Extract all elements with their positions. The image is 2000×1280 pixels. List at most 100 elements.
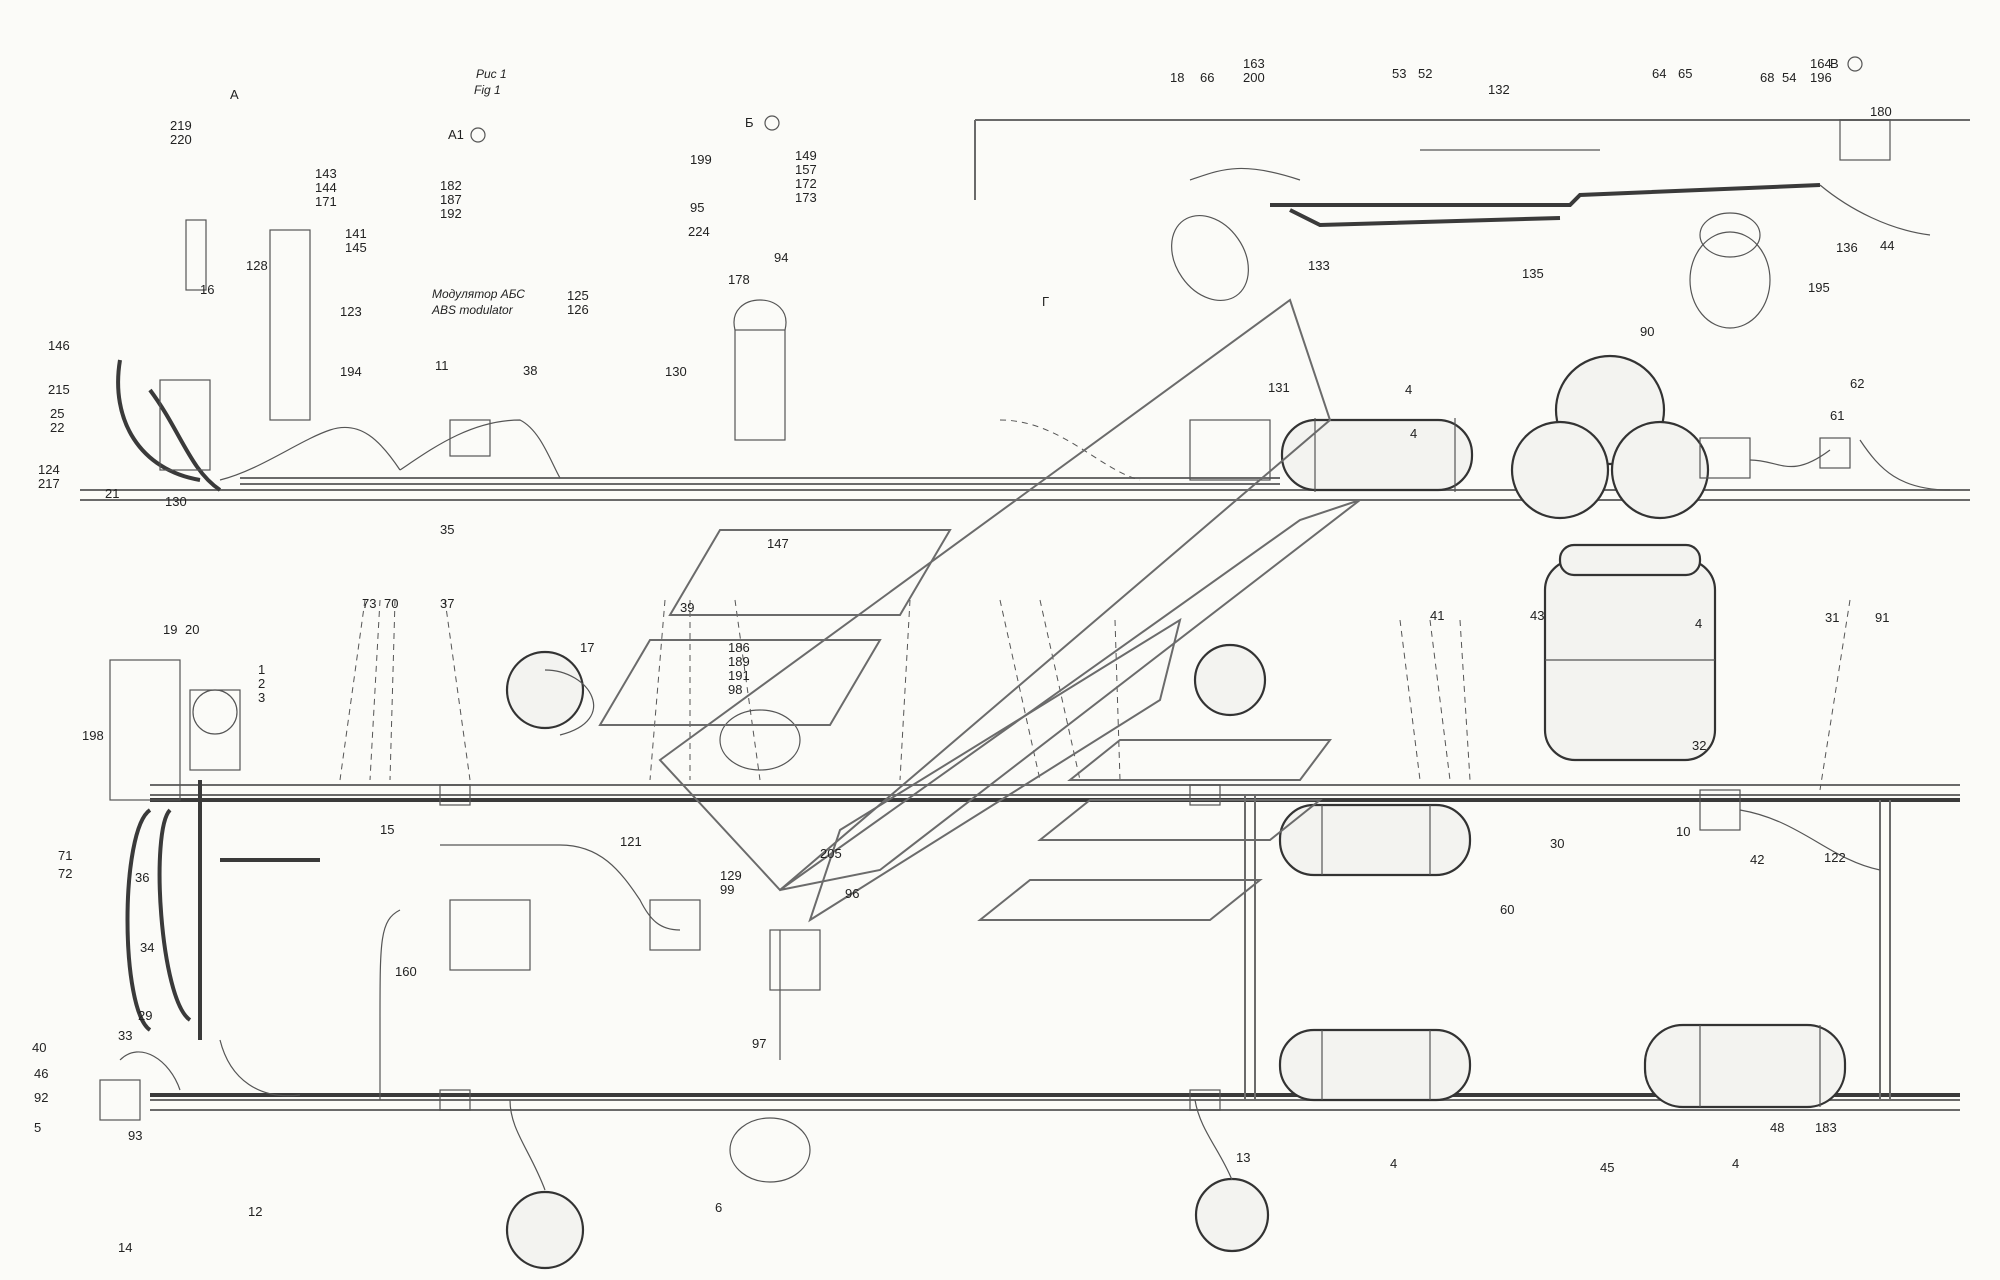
- callout: 3: [258, 690, 265, 705]
- callout: 16: [200, 282, 214, 297]
- callout: 136: [1836, 240, 1858, 255]
- view-label-a: A: [230, 87, 239, 102]
- abs-modulator-label-en: ABS modulator: [431, 303, 514, 317]
- callout: 95: [690, 200, 704, 215]
- receiver-lower-1: [1278, 803, 1472, 877]
- callout: 141: [345, 226, 367, 241]
- callout: 99: [720, 882, 734, 897]
- callout: 178: [728, 272, 750, 287]
- callout: 43: [1530, 608, 1544, 623]
- callout: 130: [665, 364, 687, 379]
- callout: 36: [135, 870, 149, 885]
- callout: 217: [38, 476, 60, 491]
- callout: 132: [1488, 82, 1510, 97]
- callout: 40: [32, 1040, 46, 1055]
- callout: 73: [362, 596, 376, 611]
- callout: 183: [1815, 1120, 1837, 1135]
- callout: 25: [50, 406, 64, 421]
- callout: 14: [118, 1240, 132, 1255]
- callout: 94: [774, 250, 788, 265]
- callout: 186: [728, 640, 750, 655]
- callout: 224: [688, 224, 710, 239]
- callout: 91: [1875, 610, 1889, 625]
- callout: 121: [620, 834, 642, 849]
- view-marker-v: [1847, 56, 1863, 72]
- callout: 131: [1268, 380, 1290, 395]
- callout: 65: [1678, 66, 1692, 81]
- callout: 32: [1692, 738, 1706, 753]
- callout: 10: [1676, 824, 1690, 839]
- callout: 163: [1243, 56, 1265, 71]
- callout: 130: [165, 494, 187, 509]
- callout: 96: [845, 886, 859, 901]
- callout: 21: [105, 486, 119, 501]
- callout: 33: [118, 1028, 132, 1043]
- receiver-mid-vertical: [1543, 543, 1717, 762]
- figure-caption-en: Fig 1: [474, 83, 501, 97]
- callout: 128: [246, 258, 268, 273]
- callout: 171: [315, 194, 337, 209]
- lower-chassis-view: [99, 643, 1960, 1270]
- callout: 198: [82, 728, 104, 743]
- callout: 64: [1652, 66, 1666, 81]
- callout: 92: [34, 1090, 48, 1105]
- callout: 4: [1390, 1156, 1397, 1171]
- receiver-lower-3: [1643, 1023, 1847, 1109]
- view-label-b-cyr: Б: [745, 115, 754, 130]
- callout: 147: [767, 536, 789, 551]
- callout: 149: [795, 148, 817, 163]
- callout: 191: [728, 668, 750, 683]
- callout: 123: [340, 304, 362, 319]
- callout: 129: [720, 868, 742, 883]
- callout: 52: [1418, 66, 1432, 81]
- callout: 4: [1695, 616, 1702, 631]
- callout: 195: [1808, 280, 1830, 295]
- callout: 172: [795, 176, 817, 191]
- callout: 46: [34, 1066, 48, 1081]
- callout: 34: [140, 940, 154, 955]
- figure-caption-ru: Рис 1: [476, 67, 507, 81]
- callout: 19: [163, 622, 177, 637]
- callout: 12: [248, 1204, 262, 1219]
- callout: 37: [440, 596, 454, 611]
- callout: 48: [1770, 1120, 1784, 1135]
- callout: 187: [440, 192, 462, 207]
- callout: 219: [170, 118, 192, 133]
- callout: 30: [1550, 836, 1564, 851]
- callout: 4: [1410, 426, 1417, 441]
- valve-block-right: [1699, 437, 1951, 491]
- callout: 194: [340, 364, 362, 379]
- callout: 17: [580, 640, 594, 655]
- callout: 44: [1880, 238, 1894, 253]
- view-label-g: Г: [1042, 294, 1049, 309]
- callout: 126: [567, 302, 589, 317]
- callout: 200: [1243, 70, 1265, 85]
- callout: 90: [1640, 324, 1654, 339]
- callout: 38: [523, 363, 537, 378]
- callout: 205: [820, 846, 842, 861]
- callout: 68: [1760, 70, 1774, 85]
- receiver-upper-left: [1280, 418, 1474, 492]
- callout: 31: [1825, 610, 1839, 625]
- callout: 6: [715, 1200, 722, 1215]
- callout: 39: [680, 600, 694, 615]
- view-label-v: B: [1830, 56, 1839, 71]
- callout: 60: [1500, 902, 1514, 917]
- callout: 122: [1824, 850, 1846, 865]
- callout: 182: [440, 178, 462, 193]
- callout: 72: [58, 866, 72, 881]
- abs-modulator-label-ru: Модулятор АБС: [432, 287, 525, 301]
- callout: 215: [48, 382, 70, 397]
- callout: 22: [50, 420, 64, 435]
- callout: 124: [38, 462, 60, 477]
- callout: 18: [1170, 70, 1184, 85]
- callout: 41: [1430, 608, 1444, 623]
- callout: 133: [1308, 258, 1330, 273]
- callout: 4: [1732, 1156, 1739, 1171]
- callout: 93: [128, 1128, 142, 1143]
- callout: 173: [795, 190, 817, 205]
- callout: 196: [1810, 70, 1832, 85]
- callout: 62: [1850, 376, 1864, 391]
- triple-receiver-cluster: [1510, 354, 1710, 520]
- view-label-a1: A1: [448, 127, 464, 142]
